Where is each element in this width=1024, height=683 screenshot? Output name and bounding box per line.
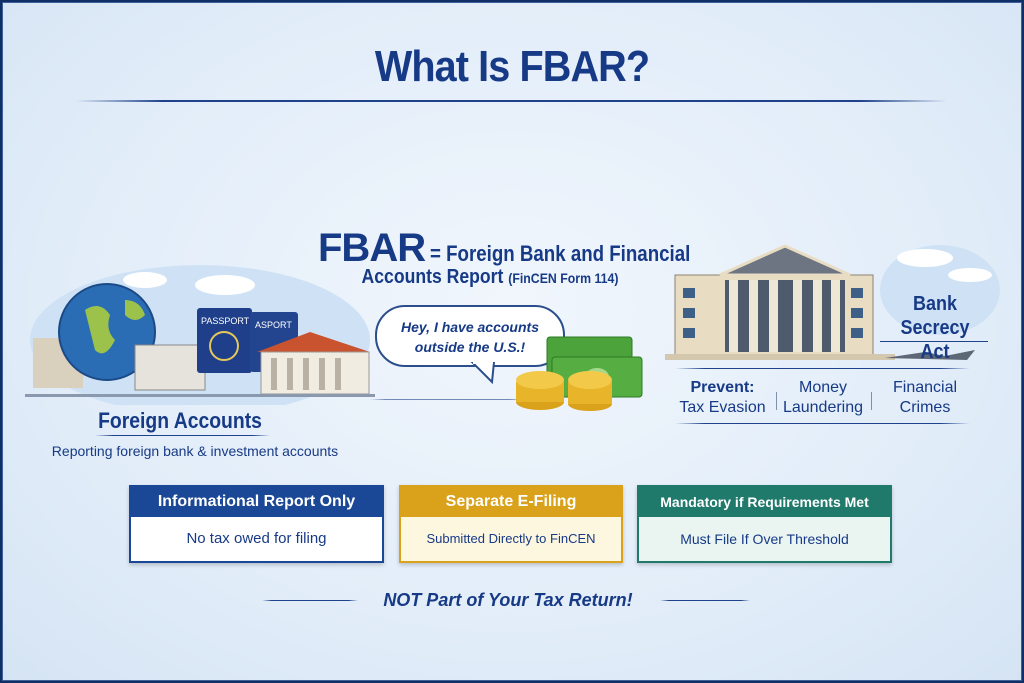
prevent-financial-crimes: Financial Crimes [892,379,958,416]
divider [660,600,750,601]
card-header: Informational Report Only [131,487,382,517]
card-mandatory: Mandatory if Requirements Met Must File … [637,485,892,563]
building-icon [134,344,206,391]
cloud-icon [897,249,953,267]
card-separate-efiling: Separate E-Filing Submitted Directly to … [399,485,623,563]
prevent-label: Prevent: [690,379,755,396]
foreign-accounts-heading: Foreign Accounts [98,408,262,433]
fbar-definition-line2: Accounts Report (FinCEN Form 114) [358,266,622,289]
divider [880,341,988,342]
card-body: Submitted Directly to FinCEN [401,517,621,561]
fbar-definition-line1: FBAR = Foreign Bank and Financial [318,226,736,271]
card-header: Separate E-Filing [401,487,621,517]
footer-note: NOT Part of Your Tax Return! [383,590,633,610]
bank-pediment [719,244,851,277]
passport-icon [197,308,252,373]
foreign-accounts-subtitle: Reporting foreign bank & investment acco… [51,443,339,459]
bubble-text: Hey, I have accounts [401,319,539,335]
bank-secrecy-act-heading: Bank Secrecy Act [886,292,985,364]
heading-line: Secrecy Act [900,317,970,363]
card-body: Must File If Over Threshold [639,517,890,561]
definition-text-2: Accounts Report [361,266,504,288]
speech-bubble: Hey, I have accounts outside the U.S.! [375,305,565,367]
bubble-text: outside the U.S.! [414,339,526,355]
divider [675,368,970,369]
foreign-accounts-illustration: PASSPORT ASPORT [25,265,375,405]
passport-label: ASPORT [255,320,292,330]
equals-sign: = [429,241,441,266]
divider [370,399,525,400]
bank-secrecy-illustration [665,244,1000,360]
prevent-item: Tax Evasion [679,399,766,416]
prevent-money-laundering: Money Laundering [782,379,864,416]
divider [675,423,970,424]
card-informational-report: Informational Report Only No tax owed fo… [129,485,384,563]
separator [776,392,777,410]
passport-label: PASSPORT [201,316,250,326]
bubble-tail [470,362,496,384]
form-number: (FinCEN Form 114) [508,270,619,286]
prevent-tax-evasion: Prevent: Tax Evasion [675,378,770,418]
page-title: What Is FBAR? [374,42,650,91]
fbar-acronym: FBAR [318,226,426,270]
definition-text: Foreign Bank and Financial [445,241,690,266]
title-divider [75,100,947,102]
card-body: No tax owed for filing [131,517,382,561]
coin-stack-icon [516,371,564,410]
separator [871,392,872,410]
bank-building-icon [260,351,370,395]
cloud-icon [123,272,167,288]
divider [95,435,270,436]
cloud-icon [195,275,255,295]
heading-line: Bank [912,293,958,315]
money-icon [516,336,643,411]
bank-roof [257,332,370,352]
cloud-icon [948,268,992,282]
divider [262,600,358,601]
card-header: Mandatory if Requirements Met [639,487,890,517]
